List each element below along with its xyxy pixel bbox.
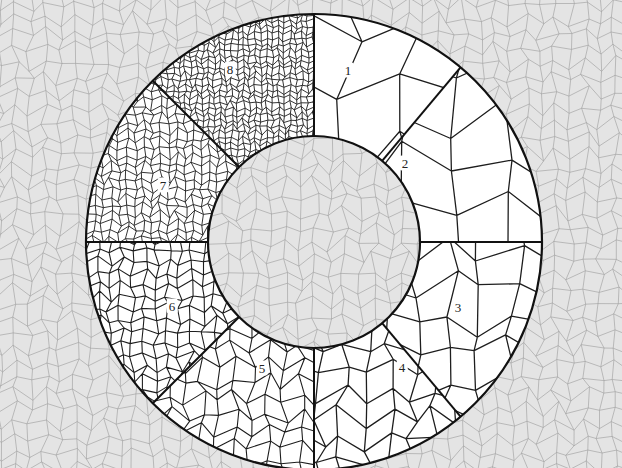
- grain-boundaries: [44, 0, 558, 468]
- sector-divider: [313, 14, 315, 136]
- grain-boundaries: [78, 7, 548, 468]
- grain-sectors: [9, 0, 567, 468]
- grain-boundaries: [9, 0, 564, 468]
- grain-size-number: 4: [397, 360, 408, 375]
- grain-boundaries: [29, 0, 567, 468]
- grain-size-number: 3: [453, 300, 464, 315]
- sector-divider: [313, 348, 315, 468]
- grain-boundaries: [75, 4, 550, 468]
- sector-divider: [86, 241, 208, 243]
- sector-divider: [420, 241, 542, 243]
- grain-size-number: 1: [343, 63, 354, 78]
- sector-divider: [382, 67, 460, 160]
- grain-sector: [71, 0, 556, 468]
- grain-boundaries: [65, 0, 553, 468]
- outer-ring: [86, 14, 542, 468]
- grain-boundaries: [71, 0, 556, 468]
- grain-sector: [9, 0, 564, 468]
- grain-sector: [65, 0, 553, 468]
- grain-sector: [75, 4, 550, 468]
- ring-borders: [86, 14, 542, 468]
- grain-boundaries: [56, 0, 560, 468]
- grain-size-number: 7: [158, 178, 169, 193]
- grain-size-number: 6: [167, 299, 178, 314]
- grain-sector: [56, 0, 560, 468]
- sector-divider: [153, 317, 239, 403]
- inner-ring: [208, 136, 420, 348]
- grain-sector: [29, 0, 567, 468]
- sector-divider: [153, 81, 239, 167]
- sector-divider: [382, 323, 460, 416]
- sector-ground: [382, 67, 542, 242]
- grain-sector: [78, 7, 548, 468]
- grain-size-number: 8: [225, 62, 236, 77]
- grain-size-number: 2: [400, 156, 411, 171]
- grain-sector: [44, 0, 558, 468]
- grain-size-number: 5: [257, 361, 268, 376]
